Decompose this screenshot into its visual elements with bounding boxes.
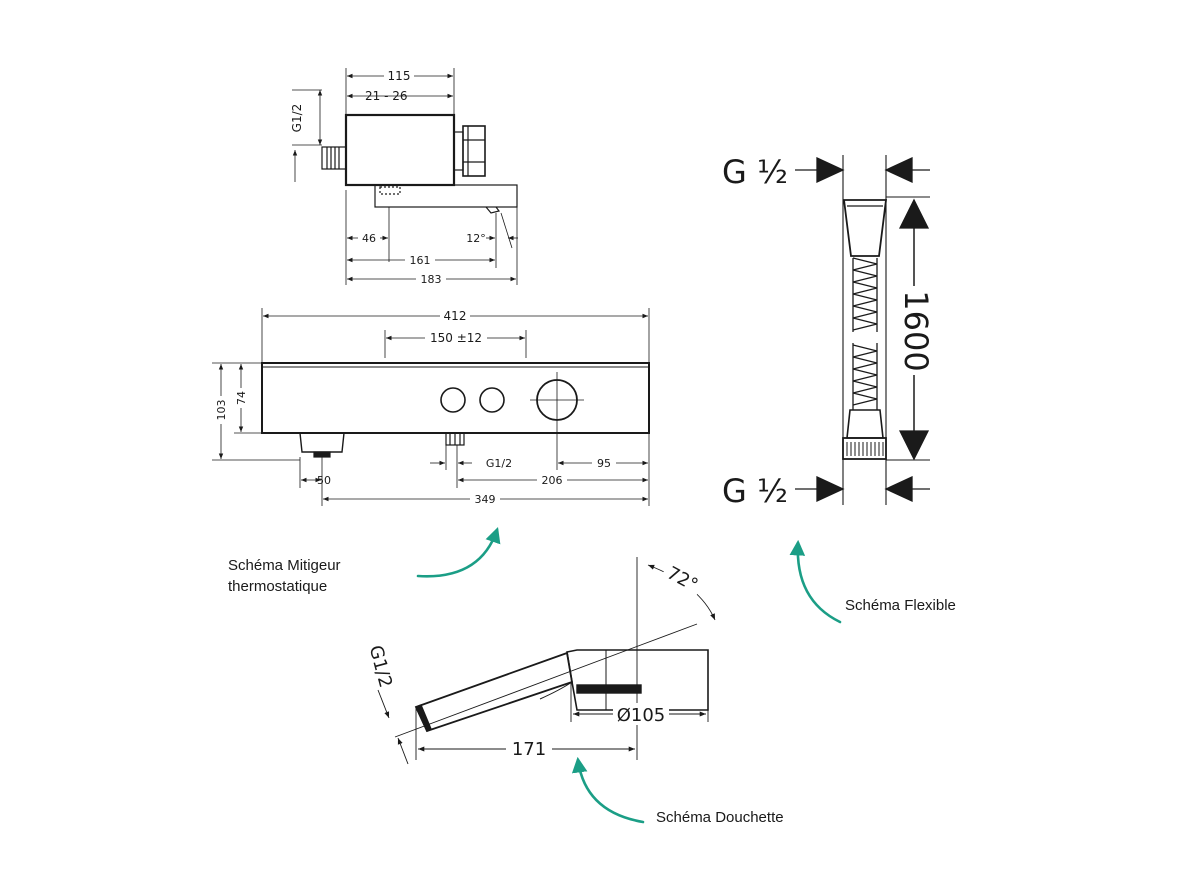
dim-150-tolerance: 150 ±12: [430, 331, 482, 345]
dim-50: 50: [317, 474, 331, 487]
dim-115: 115: [388, 69, 411, 83]
handshower-labels: 72° G1/2 Ø105 171: [365, 558, 707, 760]
dim-thread-top-view: G1/2: [290, 104, 304, 133]
button-right-circle: [479, 387, 505, 413]
caption-handshower: Schéma Douchette: [656, 809, 784, 826]
dim-103: 103: [215, 400, 228, 421]
dim-angle-12: 12°: [466, 232, 486, 245]
caption-hose: Schéma Flexible: [845, 597, 956, 614]
handshower-length-171: 171: [512, 739, 546, 760]
mixer-top-view-labels: 115 21 - 26 G1/2 46 12° 161 183: [290, 69, 486, 286]
button-left-circle: [440, 387, 466, 413]
caption-mixer-line2: thermostatique: [228, 578, 328, 595]
hose-length-1600: 1600: [897, 290, 935, 371]
arrow-hose-icon: [789, 539, 842, 624]
hose-drawing: [795, 155, 930, 505]
caption-arrows: [416, 527, 842, 824]
mixer-top-view: [292, 68, 518, 285]
dim-74: 74: [235, 391, 248, 405]
hose-labels: G ½ G ½ 1600: [722, 153, 935, 510]
dim-21-26: 21 - 26: [365, 89, 408, 103]
handshower-drawing: [377, 557, 716, 765]
dim-206: 206: [542, 474, 563, 487]
dim-349: 349: [475, 493, 496, 506]
caption-mixer-line1: Schéma Mitigeur: [228, 557, 341, 574]
dim-46: 46: [362, 232, 376, 245]
hose-bottom-thread: G ½: [722, 472, 788, 510]
hose-top-thread: G ½: [722, 153, 788, 191]
caption-mixer: Schéma Mitigeur thermostatique: [228, 555, 341, 597]
handshower-thread: G1/2: [365, 643, 396, 690]
arrow-handshower-icon: [571, 756, 645, 824]
dim-183: 183: [421, 273, 442, 286]
dim-thread-front: G1/2: [486, 457, 512, 470]
handshower-diameter: Ø105: [617, 705, 666, 726]
dim-412: 412: [444, 309, 467, 323]
dim-161: 161: [410, 254, 431, 267]
dim-95: 95: [597, 457, 611, 470]
mixer-front-view-labels: 412 150 ±12 103 74 G1/2 95 50 206 349: [214, 309, 616, 506]
arrow-mixer-icon: [416, 527, 501, 578]
